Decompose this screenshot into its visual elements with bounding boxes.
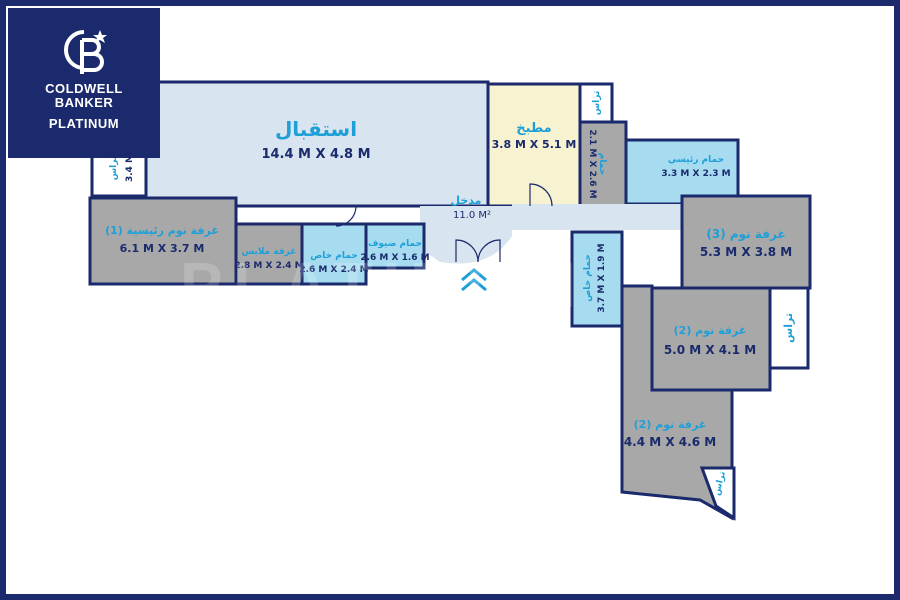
guest-bath [364, 222, 426, 270]
bedroom-2a-name: غرفة نوم (2) [674, 324, 747, 337]
private-bath-2-name: حمام خاص [583, 254, 593, 302]
private-bath-2-dims: 3.7 M X 1.9 M [597, 243, 607, 312]
master-bedroom [88, 196, 238, 286]
door-swing-entrance-left [455, 239, 479, 263]
private-bath-1-name: حمام خاص [310, 251, 358, 261]
terrace-left-dims: 3.4 M [125, 154, 135, 182]
entrance-dims: 11.0 M² [453, 210, 491, 221]
kitchen-name: مطبخ [516, 121, 551, 136]
door-swing-kitchen [529, 183, 553, 207]
bedroom-2b-name: غرفة نوم (2) [634, 418, 707, 431]
guest-bath-dims: 2.6 M X 1.6 M [360, 253, 429, 263]
bedroom-2b [620, 284, 734, 521]
entrance-area [420, 206, 512, 264]
corridor [512, 204, 682, 230]
brand-line-1: COLDWELL [45, 81, 123, 96]
dressing-room-name: غرفة ملابس [242, 247, 297, 257]
reception-room [144, 80, 490, 208]
dressing-room-dims: 2.8 M X 2.4 M [234, 261, 303, 271]
main-bath-name: حمام رئيسي [668, 155, 724, 165]
main-bath-dims: 3.3 M X 2.3 M [661, 169, 730, 179]
reception-name: استقبال [275, 117, 357, 141]
private-bath-1-dims: 2.6 M X 2.4 M [299, 265, 368, 275]
kitchen-dims: 3.8 M X 5.1 M [492, 138, 577, 151]
terrace-right [768, 286, 810, 370]
brand-logo: COLDWELL BANKER PLATINUM [8, 8, 160, 158]
terrace-left-name: تراس [109, 156, 119, 180]
reception-dims: 14.4 M X 4.8 M [261, 147, 370, 162]
bedroom-2a-dims: 5.0 M X 4.1 M [664, 343, 756, 357]
master-bedroom-name: غرفة نوم رئيسية (1) [105, 224, 219, 237]
brand-mark-icon [8, 26, 160, 82]
private-bath-2 [570, 230, 624, 328]
door-swing-entrance-right [477, 239, 501, 263]
terrace-kitchen-name: تراس [592, 91, 602, 115]
bedroom-3-dims: 5.3 M X 3.8 M [700, 245, 792, 259]
door-swing-master [335, 205, 357, 227]
small-bath-dims: 2.1 M X 2.6 M [587, 129, 597, 198]
master-bedroom-dims: 6.1 M X 3.7 M [120, 242, 205, 255]
brand-line-2: BANKER [54, 95, 114, 110]
guest-bath-name: حمام ضيوف [368, 239, 422, 249]
small-bath-name: حمام [597, 153, 607, 176]
bedroom-3-name: غرفة نوم (3) [706, 227, 785, 242]
entrance-arrow-icon [461, 268, 487, 292]
terrace-bottom [699, 466, 736, 521]
bedroom-3 [680, 194, 812, 290]
bedroom-2a [650, 286, 772, 392]
bedroom-2b-dims: 4.4 M X 4.6 M [624, 435, 716, 449]
terrace-right-name: تراس [782, 313, 795, 343]
private-bath-1 [300, 222, 368, 286]
brand-line-3: PLATINUM [48, 116, 120, 131]
entrance-name: مدخل [451, 194, 482, 207]
watermark: PLATINUM [180, 249, 586, 321]
